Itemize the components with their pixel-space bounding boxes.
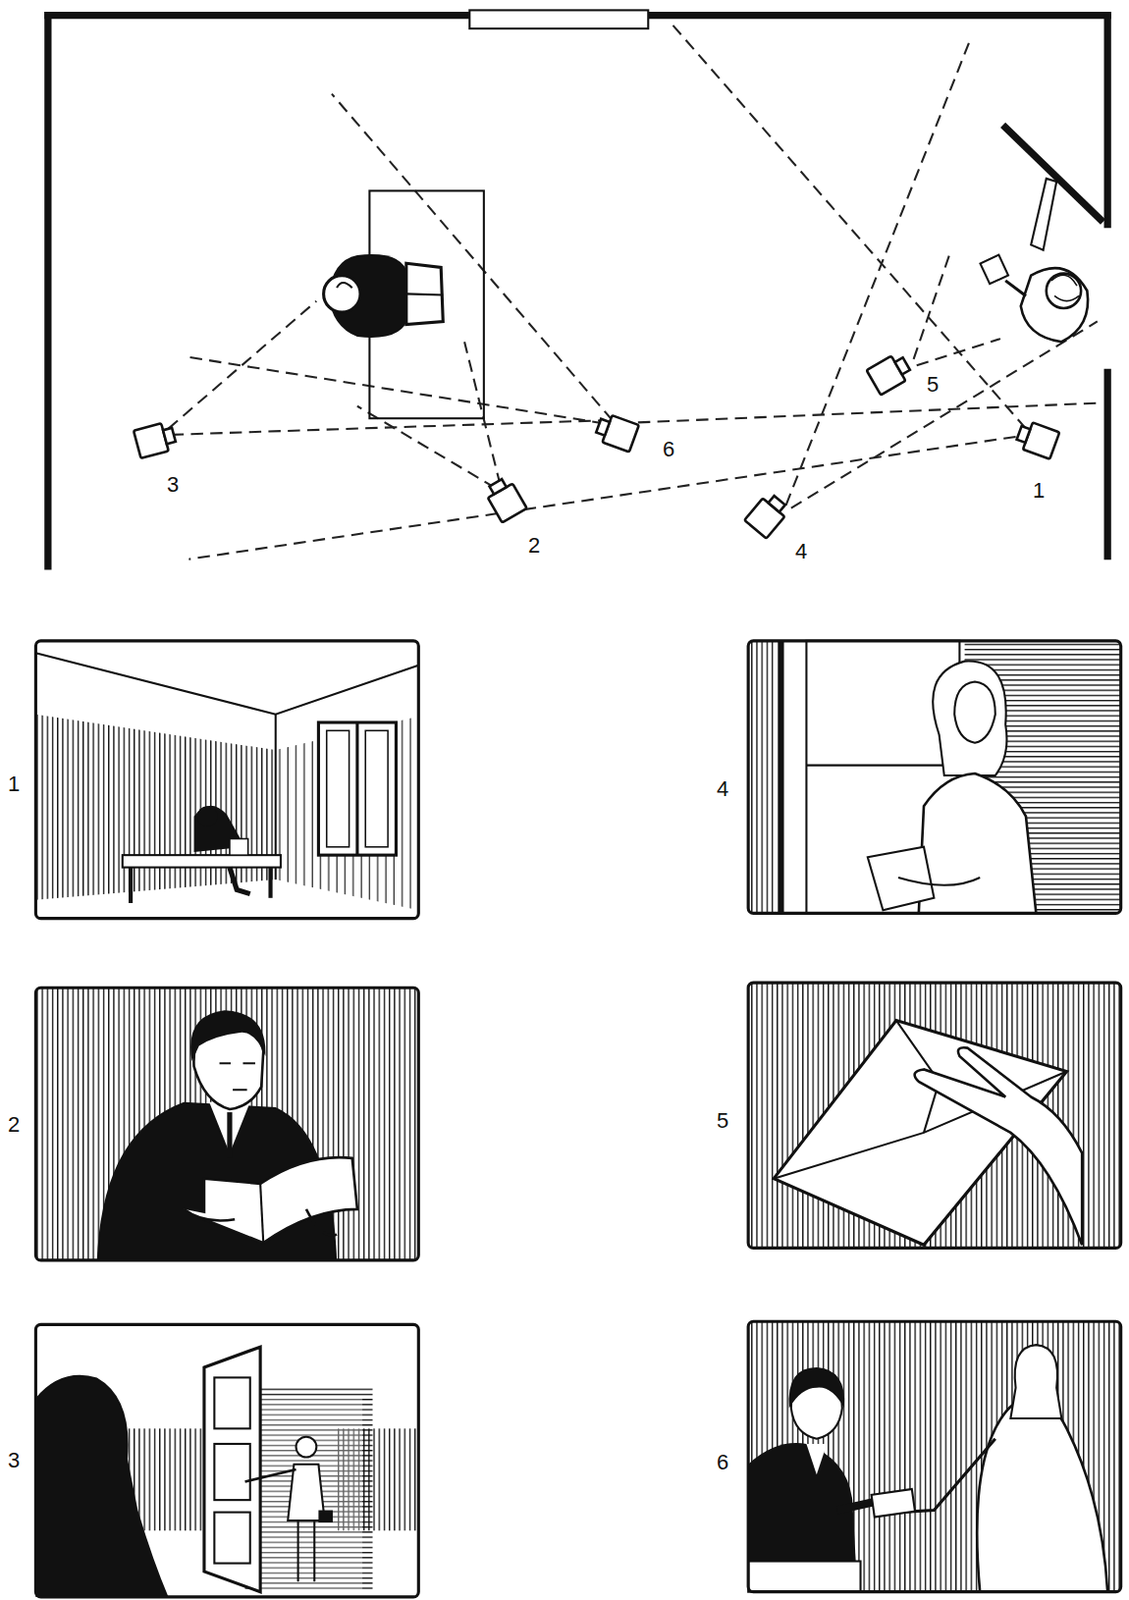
callout-number: 6 (716, 1451, 729, 1475)
callout-number: 2 (7, 1113, 20, 1137)
callout-number: 1 (7, 772, 20, 797)
callout-number: 3 (166, 473, 179, 497)
callout-number: 3 (7, 1449, 20, 1473)
callout-number: 2 (528, 534, 540, 558)
callout-number: 1 (1032, 479, 1045, 503)
callout-number: 4 (716, 777, 729, 802)
callout-number: 5 (926, 373, 939, 397)
callout-number: 6 (662, 437, 675, 462)
callout-number: 5 (716, 1109, 729, 1133)
callout-number: 4 (795, 539, 807, 564)
